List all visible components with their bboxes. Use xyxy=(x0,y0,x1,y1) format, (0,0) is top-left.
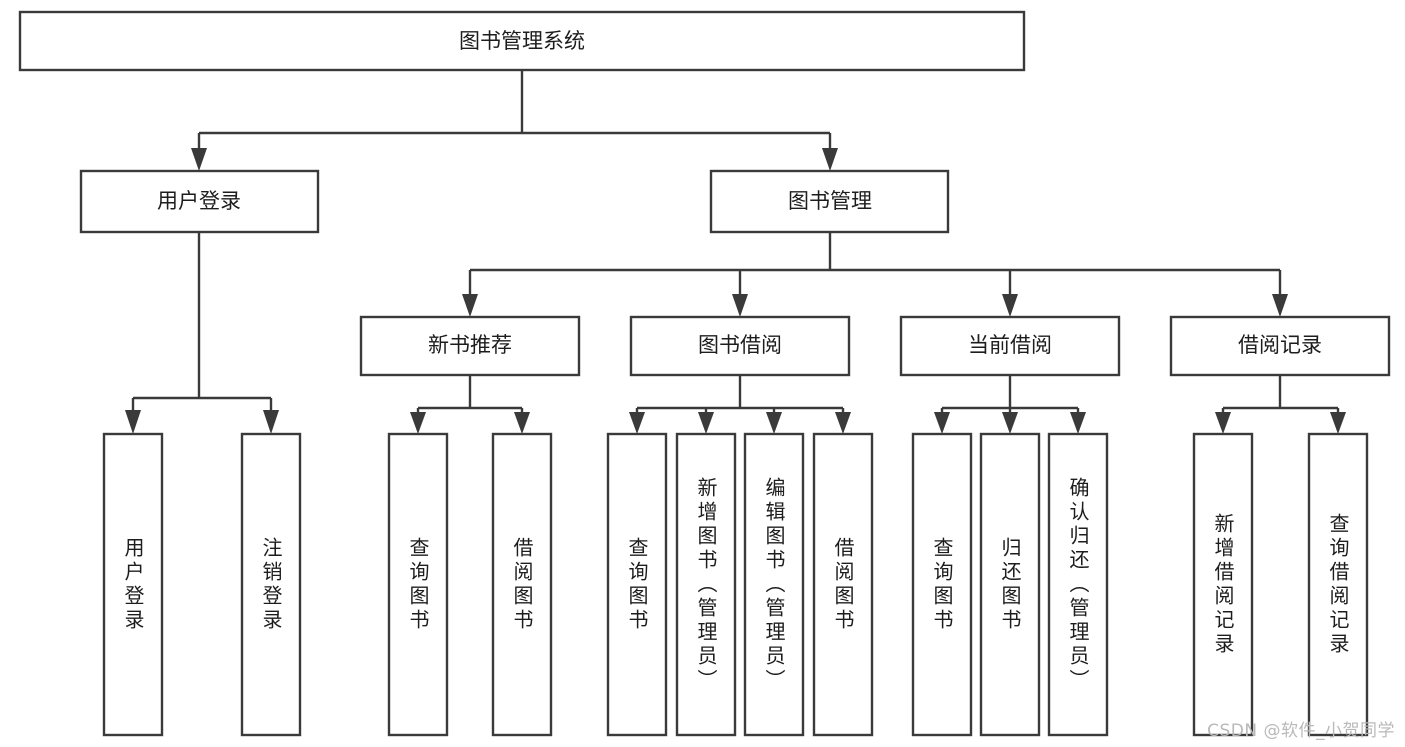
leaf-label: 新增借阅记录 xyxy=(1211,513,1235,657)
current-borrow-label: 当前借阅 xyxy=(968,333,1052,357)
book-manage-box[interactable] xyxy=(709,169,950,234)
node-new-book-recommend[interactable]: 新书推荐 xyxy=(359,315,581,377)
leaf-label: 新增图书（管理员） xyxy=(694,477,718,693)
node-borrow-record[interactable]: 借阅记录 xyxy=(1169,315,1391,377)
leaf-book-borrow-4[interactable]: 借阅图书 xyxy=(812,432,874,737)
user-login-label: 用户登录 xyxy=(157,189,241,213)
connectors-new-book-to-leaves xyxy=(410,375,530,434)
leaf-box[interactable] xyxy=(102,432,164,737)
node-book-manage[interactable]: 图书管理 xyxy=(709,169,950,234)
leaf-book-borrow-3[interactable]: 编辑图书（管理员） xyxy=(743,432,805,737)
leaf-box[interactable] xyxy=(1047,432,1109,737)
leaf-current-borrow-2[interactable]: 归还图书 xyxy=(979,432,1041,737)
leaf-box[interactable] xyxy=(491,432,553,737)
leaf-box[interactable] xyxy=(812,432,874,737)
leaf-box[interactable] xyxy=(387,432,449,737)
arrowhead-ul-leaf1 xyxy=(125,410,141,434)
leaf-user-login-2[interactable]: 注销登录 xyxy=(240,432,302,737)
leaf-box[interactable] xyxy=(1307,432,1369,737)
arrowhead-br-leaf1 xyxy=(1215,412,1231,434)
node-user-login[interactable]: 用户登录 xyxy=(79,169,320,234)
arrowhead-bb-leaf2 xyxy=(698,412,714,434)
leaf-current-borrow-3[interactable]: 确认归还（管理员） xyxy=(1047,432,1109,737)
user-login-box[interactable] xyxy=(79,169,320,234)
leaf-label: 查询图书 xyxy=(930,537,954,633)
arrowhead-bb-leaf4 xyxy=(835,412,851,434)
arrowhead-book-borrow xyxy=(732,294,748,317)
leaf-label: 查询借阅记录 xyxy=(1326,513,1350,657)
leaf-label: 查询图书 xyxy=(406,537,430,633)
leaf-label: 注销登录 xyxy=(259,537,283,633)
leaf-label: 编辑图书（管理员） xyxy=(762,477,786,693)
leaf-box[interactable] xyxy=(911,432,973,737)
node-root-system[interactable]: 图书管理系统 xyxy=(18,10,1026,72)
leaf-label: 借阅图书 xyxy=(831,537,855,633)
connectors-user-login-to-leaves xyxy=(125,232,279,434)
connectors-borrow-record-to-leaves xyxy=(1215,375,1346,434)
arrowhead-ul-leaf2 xyxy=(263,410,279,434)
leaf-book-borrow-1[interactable]: 查询图书 xyxy=(606,432,668,737)
node-current-borrow[interactable]: 当前借阅 xyxy=(899,315,1121,377)
leaf-label: 确认归还（管理员） xyxy=(1066,477,1090,693)
arrowhead-new-book xyxy=(462,294,478,317)
arrowhead-book-manage xyxy=(822,148,838,171)
book-manage-label: 图书管理 xyxy=(788,189,872,213)
leaf-book-borrow-2[interactable]: 新增图书（管理员） xyxy=(675,432,737,737)
arrowhead-cb-leaf3 xyxy=(1070,412,1086,434)
new-book-recommend-label: 新书推荐 xyxy=(428,333,512,357)
arrowhead-bb-leaf3 xyxy=(766,412,782,434)
leaf-label: 用户登录 xyxy=(121,537,145,633)
arrowhead-bb-leaf1 xyxy=(629,412,645,434)
leaf-borrow-record-2[interactable]: 查询借阅记录 xyxy=(1307,432,1369,737)
csdn-watermark: CSDN @软件_小贺同学 xyxy=(1207,721,1395,741)
leaf-box[interactable] xyxy=(675,432,737,737)
leaf-box[interactable] xyxy=(979,432,1041,737)
new-book-recommend-box[interactable] xyxy=(359,315,581,377)
arrowhead-nb-leaf1 xyxy=(410,412,426,434)
arrowhead-cb-leaf2 xyxy=(1002,412,1018,434)
connectors-book-borrow-to-leaves xyxy=(629,375,851,434)
leaf-current-borrow-1[interactable]: 查询图书 xyxy=(911,432,973,737)
current-borrow-box[interactable] xyxy=(899,315,1121,377)
leaf-box[interactable] xyxy=(606,432,668,737)
leaf-box[interactable] xyxy=(743,432,805,737)
arrowhead-cb-leaf1 xyxy=(934,412,950,434)
arrowhead-borrow-record xyxy=(1272,294,1288,317)
book-borrow-box[interactable] xyxy=(629,315,851,377)
connectors-current-borrow-to-leaves xyxy=(934,375,1086,434)
arrowhead-nb-leaf2 xyxy=(514,412,530,434)
leaf-label: 归还图书 xyxy=(998,537,1022,633)
root-box[interactable] xyxy=(18,10,1026,72)
leaf-label: 查询图书 xyxy=(625,537,649,633)
leaf-user-login-1[interactable]: 用户登录 xyxy=(102,432,164,737)
arrowhead-br-leaf2 xyxy=(1330,412,1346,434)
leaf-box[interactable] xyxy=(240,432,302,737)
arrowhead-user-login xyxy=(191,148,207,171)
arrowhead-current-borrow xyxy=(1002,294,1018,317)
leaf-new-book-1[interactable]: 查询图书 xyxy=(387,432,449,737)
leaf-label: 借阅图书 xyxy=(510,537,534,633)
leaf-box[interactable] xyxy=(1192,432,1254,737)
book-borrow-label: 图书借阅 xyxy=(698,333,782,357)
leaf-new-book-2[interactable]: 借阅图书 xyxy=(491,432,553,737)
root-label: 图书管理系统 xyxy=(459,29,585,53)
borrow-record-box[interactable] xyxy=(1169,315,1391,377)
leaf-borrow-record-1[interactable]: 新增借阅记录 xyxy=(1192,432,1254,737)
borrow-record-label: 借阅记录 xyxy=(1238,333,1322,357)
connectors-root-to-level2 xyxy=(191,70,838,171)
connectors-book-manage-to-level3 xyxy=(462,232,1288,317)
node-book-borrow[interactable]: 图书借阅 xyxy=(629,315,851,377)
